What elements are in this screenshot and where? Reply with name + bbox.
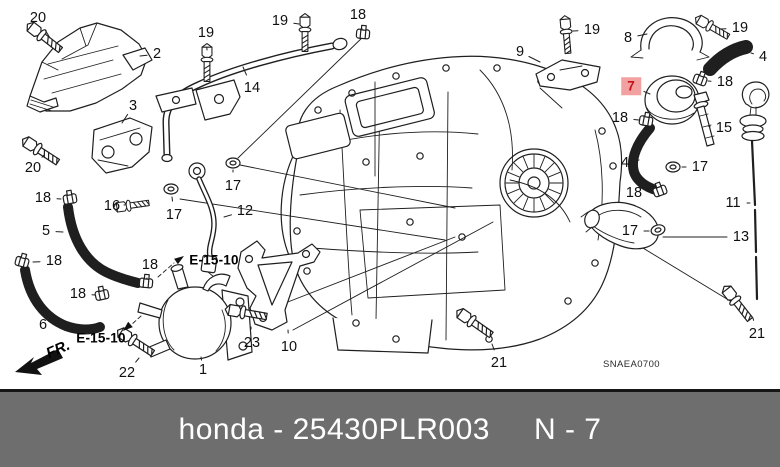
part-7-breather-cap [644, 75, 700, 125]
part-3-bracket [91, 117, 153, 174]
diagram-ref-link-1[interactable]: E-15-10 [189, 252, 239, 268]
part-callout-13[interactable]: 13 [732, 228, 750, 245]
part-callout-18[interactable]: 18 [69, 285, 87, 302]
part-callout-18[interactable]: 18 [349, 6, 367, 23]
part-10-bracket-plate [237, 240, 321, 331]
part-11-dipstick [739, 81, 770, 301]
part-callout-19[interactable]: 19 [731, 19, 749, 36]
part-callout-6[interactable]: 6 [38, 316, 48, 333]
part-callout-19[interactable]: 19 [271, 12, 289, 29]
part-1-atf-warmer [137, 264, 253, 361]
part-callout-18[interactable]: 18 [716, 73, 734, 90]
part-callout-18[interactable]: 18 [611, 109, 629, 126]
part-callout-2[interactable]: 2 [152, 45, 162, 62]
part-9-bracket [535, 59, 601, 91]
part-12-sensor-harness [188, 162, 229, 283]
diagram-artwork [13, 12, 770, 375]
part-callout-21[interactable]: 21 [748, 325, 766, 342]
reference-lines [179, 33, 746, 331]
part-callout-14[interactable]: 14 [243, 79, 261, 96]
part-callout-19[interactable]: 19 [197, 24, 215, 41]
part-callout-9[interactable]: 9 [515, 43, 525, 60]
part-callout-4[interactable]: 4 [620, 154, 630, 171]
part-14-pipe [155, 37, 348, 163]
part-8-strap-clamp [630, 17, 710, 61]
part-callout-19[interactable]: 19 [583, 21, 601, 38]
part-callout-21[interactable]: 21 [490, 354, 508, 371]
part-callout-17[interactable]: 17 [165, 206, 183, 223]
footer-bar: honda - 25430PLR003 N - 7 [0, 389, 780, 467]
part-callout-15[interactable]: 15 [715, 119, 733, 136]
footer-page-ref: N - 7 [533, 412, 602, 446]
part-callout-18[interactable]: 18 [34, 189, 52, 206]
part-callout-1[interactable]: 1 [198, 361, 208, 378]
part-callout-12[interactable]: 12 [236, 202, 254, 219]
part-callout-17[interactable]: 17 [691, 158, 709, 175]
part-callout-4[interactable]: 4 [758, 48, 768, 65]
ref-arrow-1 [157, 256, 184, 278]
part-callout-18[interactable]: 18 [141, 256, 159, 273]
diagram-ref-link-2[interactable]: E-15-10 [76, 330, 126, 346]
part-callout-11[interactable]: 11 [725, 194, 741, 211]
part-callout-20[interactable]: 20 [24, 159, 42, 176]
diagram-code: SNAEA0700 [603, 359, 660, 370]
part-13-joint-pipe [580, 201, 660, 250]
part-callout-20[interactable]: 20 [29, 9, 47, 26]
part-callout-22[interactable]: 22 [118, 364, 136, 381]
part-5-hose [63, 202, 143, 288]
part-callout-3[interactable]: 3 [128, 97, 138, 114]
part-callout-18[interactable]: 18 [625, 184, 643, 201]
part-4-hose-upper [703, 40, 753, 76]
part-6-hose [20, 265, 105, 335]
part-callout-8[interactable]: 8 [623, 29, 633, 46]
part-callout-16[interactable]: 16 [103, 197, 121, 214]
part-callout-17[interactable]: 17 [621, 222, 639, 239]
part-callout-23[interactable]: 23 [243, 334, 261, 351]
leader-lines [32, 22, 755, 363]
part-15-bolt [693, 91, 715, 147]
part-callout-18[interactable]: 18 [45, 252, 63, 269]
part-4-hose-lower [628, 123, 661, 195]
ref-arrow-2 [123, 315, 142, 331]
fr-arrow [15, 349, 63, 375]
part-transmission-assembly [280, 55, 623, 354]
part-callout-5[interactable]: 5 [41, 222, 51, 239]
part-callout-17[interactable]: 17 [224, 177, 242, 194]
part-callout-7-highlighted[interactable]: 7 [621, 77, 641, 95]
part-callout-10[interactable]: 10 [280, 338, 298, 355]
footer-part-text: honda - 25430PLR003 [178, 412, 490, 446]
